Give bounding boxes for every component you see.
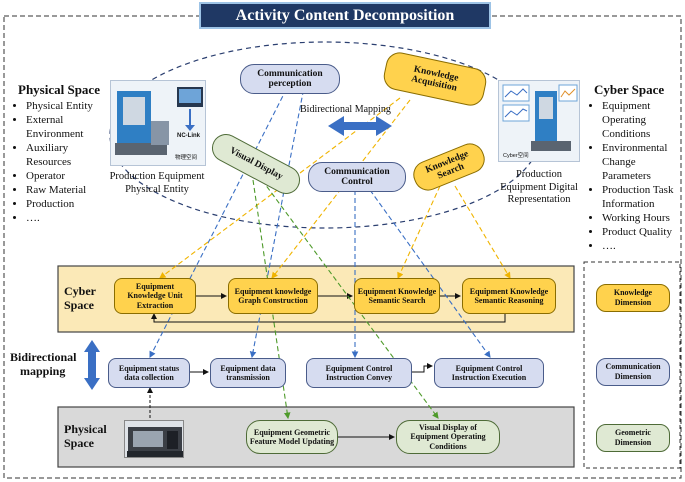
double-arrow-icon xyxy=(328,116,392,136)
physical-caption: Production Equipment Physical Entity xyxy=(109,171,205,195)
data-transmission-node: Equipment data transmission xyxy=(210,358,286,388)
list-item: Raw Material xyxy=(26,183,104,197)
list-item: Physical Entity xyxy=(26,99,104,113)
physical-space-list: Physical Entity External Environment Aux… xyxy=(14,99,104,225)
knowledge-unit-extraction-node: Equipment Knowledge Unit Extraction xyxy=(114,278,196,314)
digital-twin-image: Cyber空间 xyxy=(498,80,580,162)
visual-display-conditions-node: Visual Display of Equipment Operating Co… xyxy=(396,420,500,454)
cyber-caption: Production Equipment Digital Representat… xyxy=(500,169,578,205)
communication-dimension-badge: Communication Dimension xyxy=(596,358,670,386)
communication-control-node: Communication Control xyxy=(308,162,406,192)
geometric-feature-model-node: Equipment Geometric Feature Model Updati… xyxy=(246,420,338,454)
bidirectional-mapping-label: Bidirectional Mapping xyxy=(300,104,391,115)
geometric-dimension-badge: Geometric Dimension xyxy=(596,424,670,452)
knowledge-graph-construction-node: Equipment knowledge Graph Construction xyxy=(228,278,318,314)
list-item: Equipment Operating Conditions xyxy=(602,99,682,141)
vertical-double-arrow-icon xyxy=(84,340,100,390)
control-instruction-convey-node: Equipment Control Instruction Convey xyxy=(306,358,412,388)
knowledge-semantic-reasoning-node: Equipment Knowledge Semantic Reasoning xyxy=(462,278,556,314)
list-item: …. xyxy=(26,211,104,225)
list-item: Production xyxy=(26,197,104,211)
list-item: Production Task Information xyxy=(602,183,682,211)
physical-image-sub: 物理空间 xyxy=(175,155,198,161)
machine-tool-image: NC-Link 物理空间 xyxy=(110,80,206,166)
cyber-space-heading: Cyber Space xyxy=(594,82,665,97)
cyber-space-list: Equipment Operating Conditions Environme… xyxy=(590,99,682,253)
list-item: Working Hours xyxy=(602,211,682,225)
mapping-band-label: Bidirectional mapping xyxy=(10,350,77,378)
physical-space-heading: Physical Space xyxy=(18,82,100,97)
list-item: Product Quality xyxy=(602,225,682,239)
dimension-frame xyxy=(583,261,681,469)
status-data-collection-node: Equipment status data collection xyxy=(108,358,190,388)
list-item: …. xyxy=(602,239,682,253)
communication-perception-node: Communication perception xyxy=(240,64,340,94)
cnc-lathe-image xyxy=(124,420,184,458)
page-title: Activity Content Decomposition xyxy=(199,2,491,29)
cyber-band-label: Cyber Space xyxy=(64,284,96,312)
list-item: Operator xyxy=(26,169,104,183)
cyber-image-label: Cyber空间 xyxy=(503,153,529,159)
physical-band-label: Physical Space xyxy=(64,422,107,450)
knowledge-dimension-badge: Knowledge Dimension xyxy=(596,284,670,312)
nc-link-label: NC-Link xyxy=(177,133,200,139)
knowledge-semantic-search-node: Equipment Knowledge Semantic Search xyxy=(354,278,440,314)
control-instruction-execution-node: Equipment Control Instruction Execution xyxy=(434,358,544,388)
list-item: External Environment xyxy=(26,113,104,141)
list-item: Environmental Change Parameters xyxy=(602,141,682,183)
list-item: Auxiliary Resources xyxy=(26,141,104,169)
